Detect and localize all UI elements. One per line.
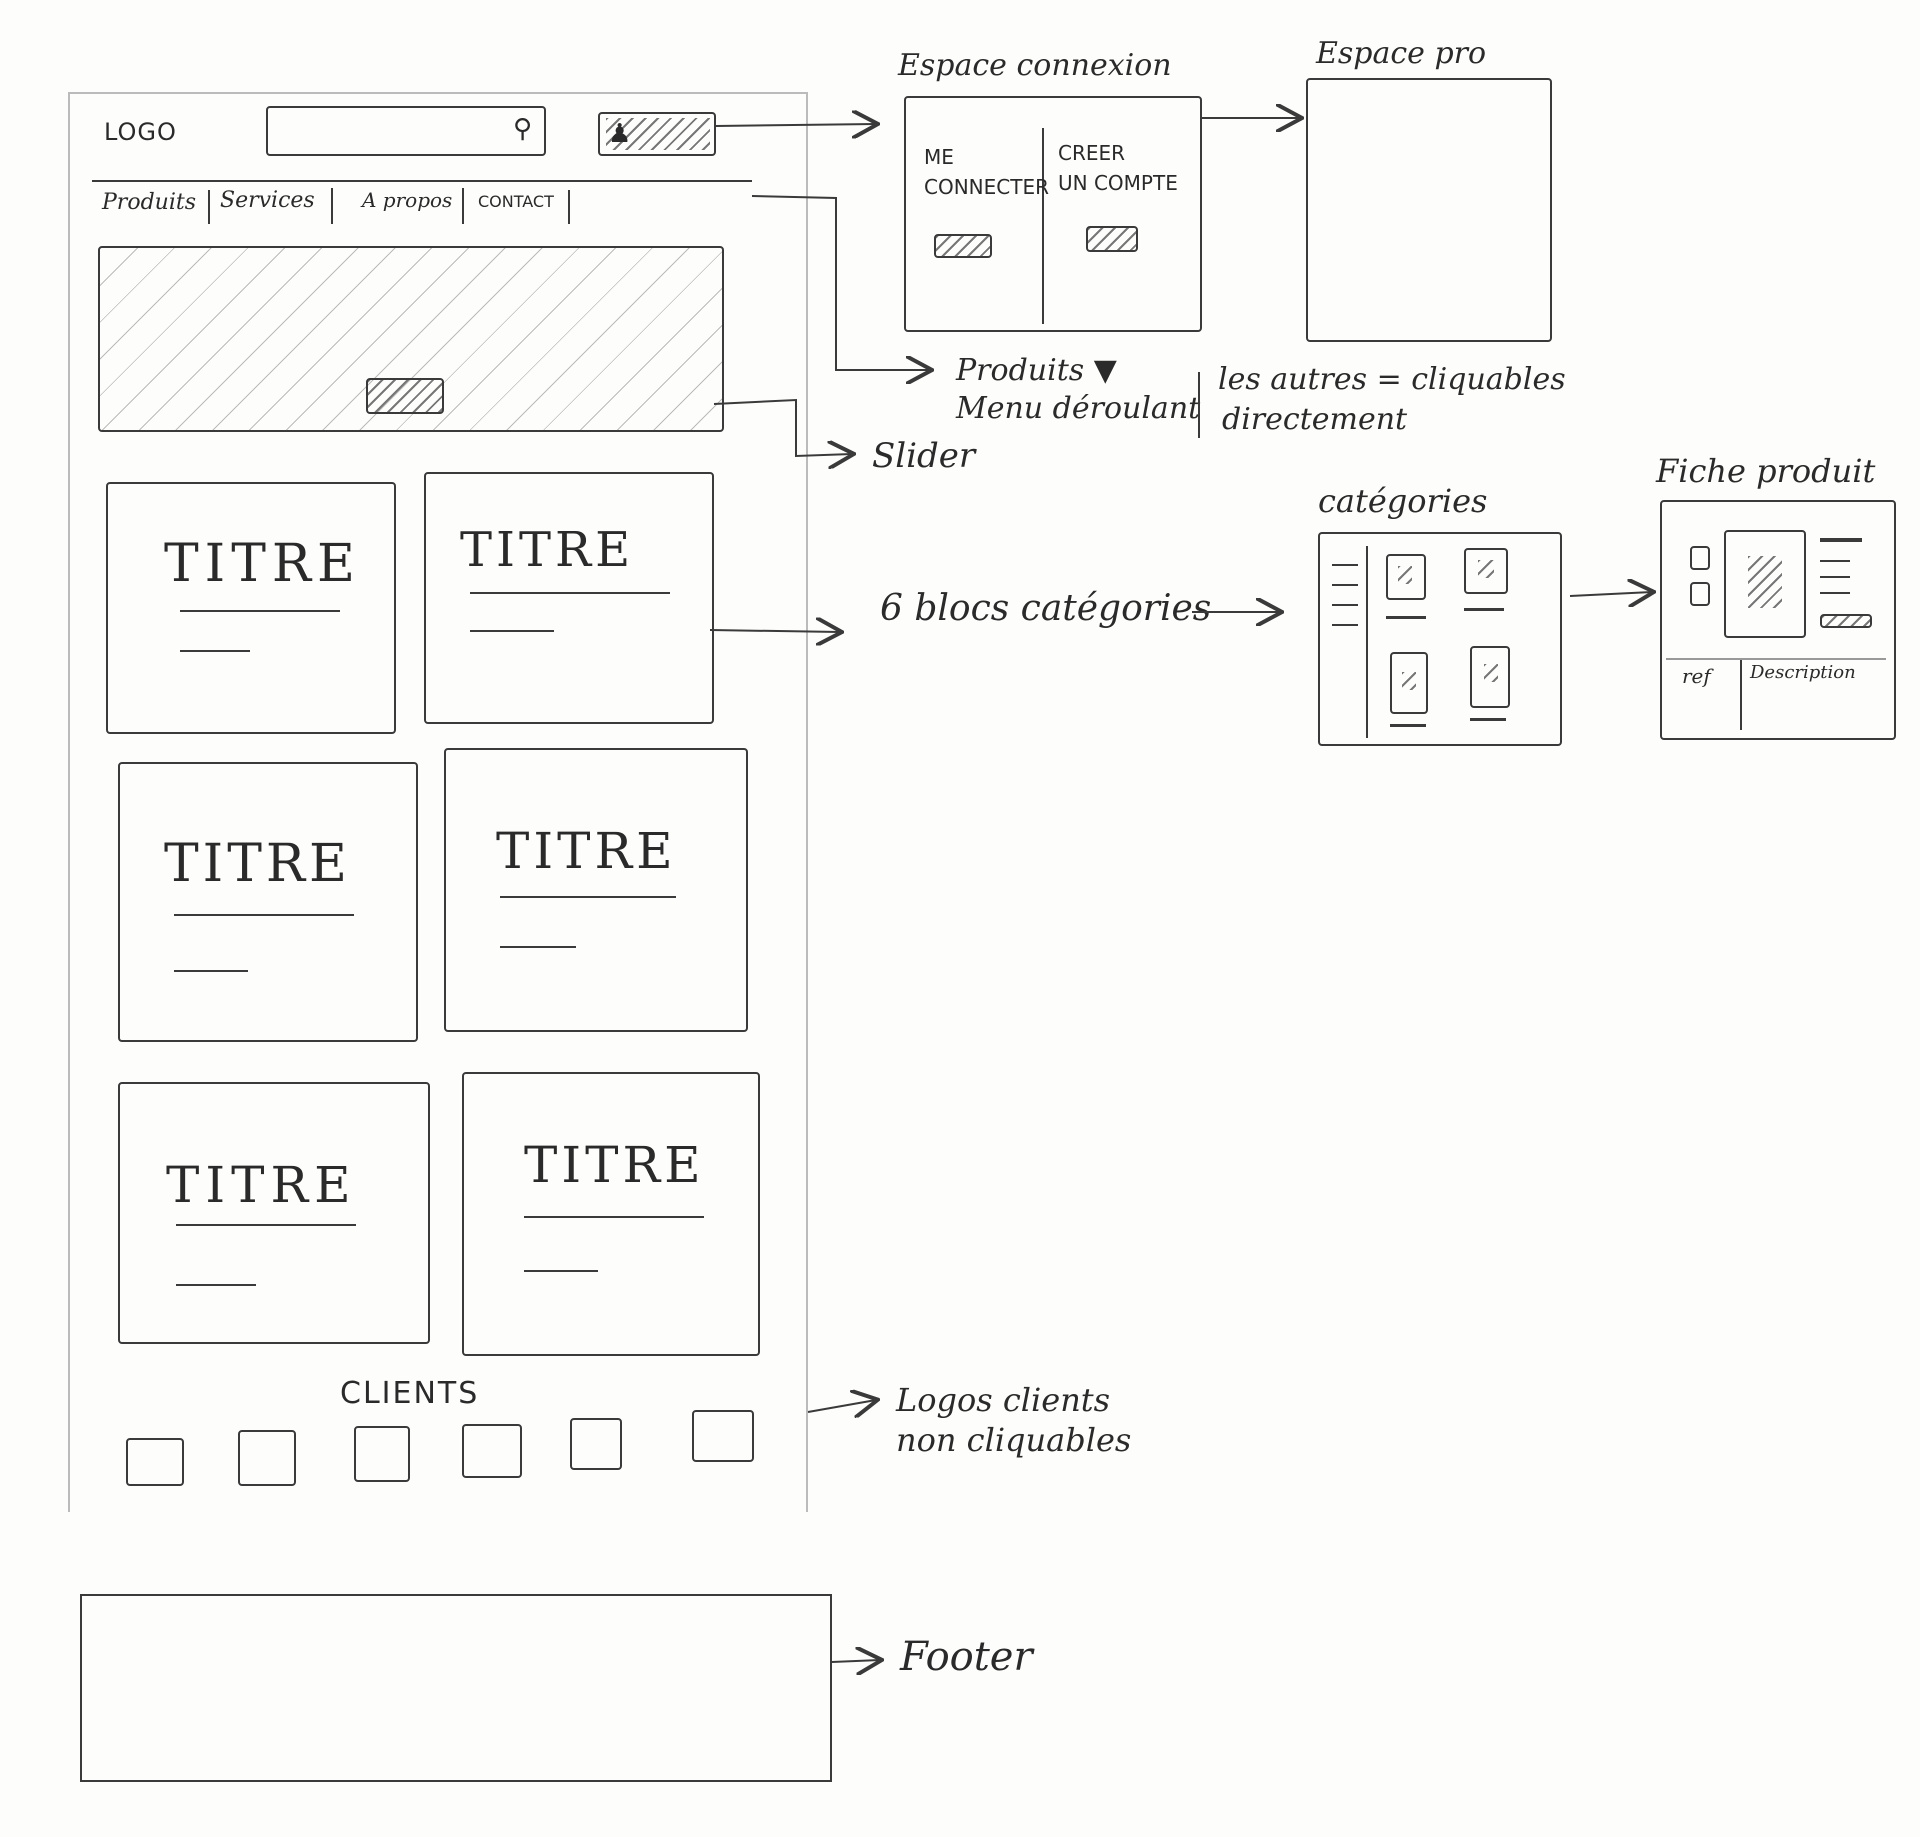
categories-box — [1318, 532, 1562, 746]
nav-item-apropos[interactable]: A propos — [362, 188, 465, 224]
search-icon[interactable]: ⚲ — [512, 114, 532, 144]
slider-button[interactable] — [366, 378, 444, 414]
category-block-3[interactable]: TITRE — [118, 762, 418, 1042]
arrow-account-to-login — [715, 124, 876, 126]
client-logo — [238, 1430, 296, 1486]
client-logo — [354, 1426, 410, 1482]
block-title: TITRE — [460, 522, 635, 578]
category-block-5[interactable]: TITRE — [118, 1082, 430, 1344]
categories-label: catégories — [1318, 482, 1488, 520]
block-title: TITRE — [164, 534, 362, 594]
login-button-label[interactable]: ME CONNECTER — [924, 145, 1049, 199]
account-button[interactable]: ♟ — [598, 112, 716, 156]
client-logo — [126, 1438, 184, 1486]
login-button[interactable] — [934, 234, 992, 258]
footer-label: Footer — [900, 1634, 1033, 1680]
arrow-footer — [831, 1660, 880, 1662]
user-icon: ♟ — [608, 119, 632, 149]
six-blocs-label: 6 blocs catégories — [880, 588, 1212, 629]
arrow-slider — [713, 398, 852, 456]
block-title: TITRE — [496, 822, 677, 880]
nav-item-contact[interactable]: CONTACT — [478, 190, 570, 224]
client-logo — [692, 1410, 754, 1462]
client-logo — [462, 1424, 522, 1478]
produits-menu-note: Produits ▼ Menu déroulant — [956, 353, 1201, 426]
block-title: TITRE — [524, 1136, 705, 1194]
fiche-produit-box: ref Description — [1660, 500, 1896, 740]
clients-title: CLIENTS — [340, 1376, 480, 1411]
category-block-1[interactable]: TITRE — [106, 482, 396, 734]
arrow-categories-to-fiche — [1569, 592, 1652, 596]
logo[interactable]: LOGO — [104, 118, 177, 146]
category-block-2[interactable]: TITRE — [424, 472, 714, 724]
espace-pro-box — [1306, 78, 1552, 342]
espace-pro-label: Espace pro — [1316, 36, 1487, 71]
nav-item-produits[interactable]: Produits — [102, 190, 210, 224]
slider-label: Slider — [872, 436, 976, 476]
login-box: ME CONNECTER CREER UN COMPTE — [904, 96, 1202, 332]
nav-item-services[interactable]: Services — [220, 188, 333, 224]
espace-connexion-label: Espace connexion — [898, 48, 1172, 83]
ref-label: ref — [1682, 664, 1711, 688]
signup-button-label[interactable]: CREER UN COMPTE — [1058, 141, 1178, 195]
main-nav: Produits Services A propos CONTACT — [92, 180, 752, 226]
search-input[interactable]: ⚲ — [266, 106, 546, 156]
logos-clients-note: Logos clients non cliquables — [896, 1381, 1132, 1459]
page-outline — [68, 92, 808, 1512]
client-logo — [570, 1418, 622, 1470]
arrow-blocks — [709, 630, 840, 632]
arrow-clients — [807, 1400, 876, 1412]
autres-cliquables-note: les autres = cliquables directement — [1218, 362, 1566, 437]
signup-button[interactable] — [1086, 226, 1138, 252]
arrow-nav-to-menu — [751, 195, 930, 370]
block-title: TITRE — [166, 1156, 357, 1214]
category-block-4[interactable]: TITRE — [444, 748, 748, 1032]
fiche-produit-label: Fiche produit — [1656, 452, 1876, 490]
description-label: Description — [1750, 662, 1856, 683]
hero-slider[interactable] — [98, 246, 724, 432]
category-block-6[interactable]: TITRE — [462, 1072, 760, 1356]
block-title: TITRE — [164, 834, 352, 894]
footer — [80, 1594, 832, 1782]
